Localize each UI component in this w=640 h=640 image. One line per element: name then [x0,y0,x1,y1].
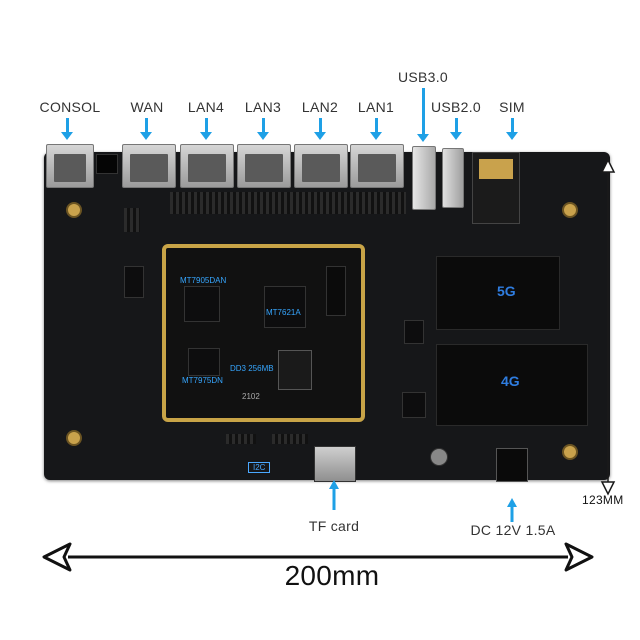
lan4-port [180,144,234,188]
cpu-chip-1 [184,286,220,322]
width-dimension: 200mm [284,560,380,591]
wan-label: WAN [130,99,164,115]
router-board: 5G 4G I2C [44,144,610,482]
lan1-label: LAN1 [357,99,395,115]
consol-port [46,144,94,188]
chip4-label: MT7975DN [182,376,223,385]
core-module: MT7905DAN MT7621A MT7975DN DD3 256MB 210… [162,244,365,422]
small-header [124,208,140,232]
cpu-chip-4 [188,348,220,376]
tf-card-slot [314,446,356,482]
lan2-label: LAN2 [301,99,339,115]
small-chip [124,266,144,298]
chip3-label: DD3 256MB [230,364,274,373]
usb30-port [412,146,436,210]
4g-text: 4G [501,373,520,389]
i2c-silkscreen: I2C [248,462,271,473]
module-chip [326,266,346,316]
tf-card-label: TF card [308,518,360,534]
lan1-port [350,144,404,188]
ram-chip [278,350,312,390]
consol-label: CONSOL [39,99,101,115]
5g-text: 5G [497,283,516,299]
mount-hole [66,430,82,446]
dc-jack [496,448,528,482]
height-dimension-arrow-icon [600,158,616,496]
tf-card-arrow-icon [329,480,339,510]
chip1-label: MT7905DAN [180,276,227,285]
console-jack [96,154,118,174]
5g-slot: 5G [436,256,560,330]
wan-port [122,144,176,188]
chip2-label: MT7621A [266,308,301,317]
sim-label: SIM [499,99,525,115]
mount-hole [562,444,578,460]
sim-slot [472,152,520,224]
module-code: 2102 [242,392,260,401]
small-chip [402,392,426,418]
gpio-header [170,192,406,214]
dc-power-label: DC 12V 1.5A [470,522,556,538]
width-dimension-arrow-icon [42,542,594,572]
dc-power-arrow-icon [507,498,517,522]
usb30-label: USB3.0 [397,69,449,85]
small-chip [404,320,424,344]
mount-hole [66,202,82,218]
lan3-port [237,144,291,188]
lan2-port [294,144,348,188]
lan3-label: LAN3 [244,99,282,115]
usb20-port [442,148,464,208]
pin-header [272,434,308,444]
pin-header [226,434,256,444]
4g-slot: 4G [436,344,588,426]
lan4-label: LAN4 [187,99,225,115]
height-dimension: 123MM [582,493,624,507]
usb20-label: USB2.0 [430,99,482,115]
cpu-chip-2 [264,286,306,328]
mount-hole [562,202,578,218]
capacitor [430,448,448,466]
